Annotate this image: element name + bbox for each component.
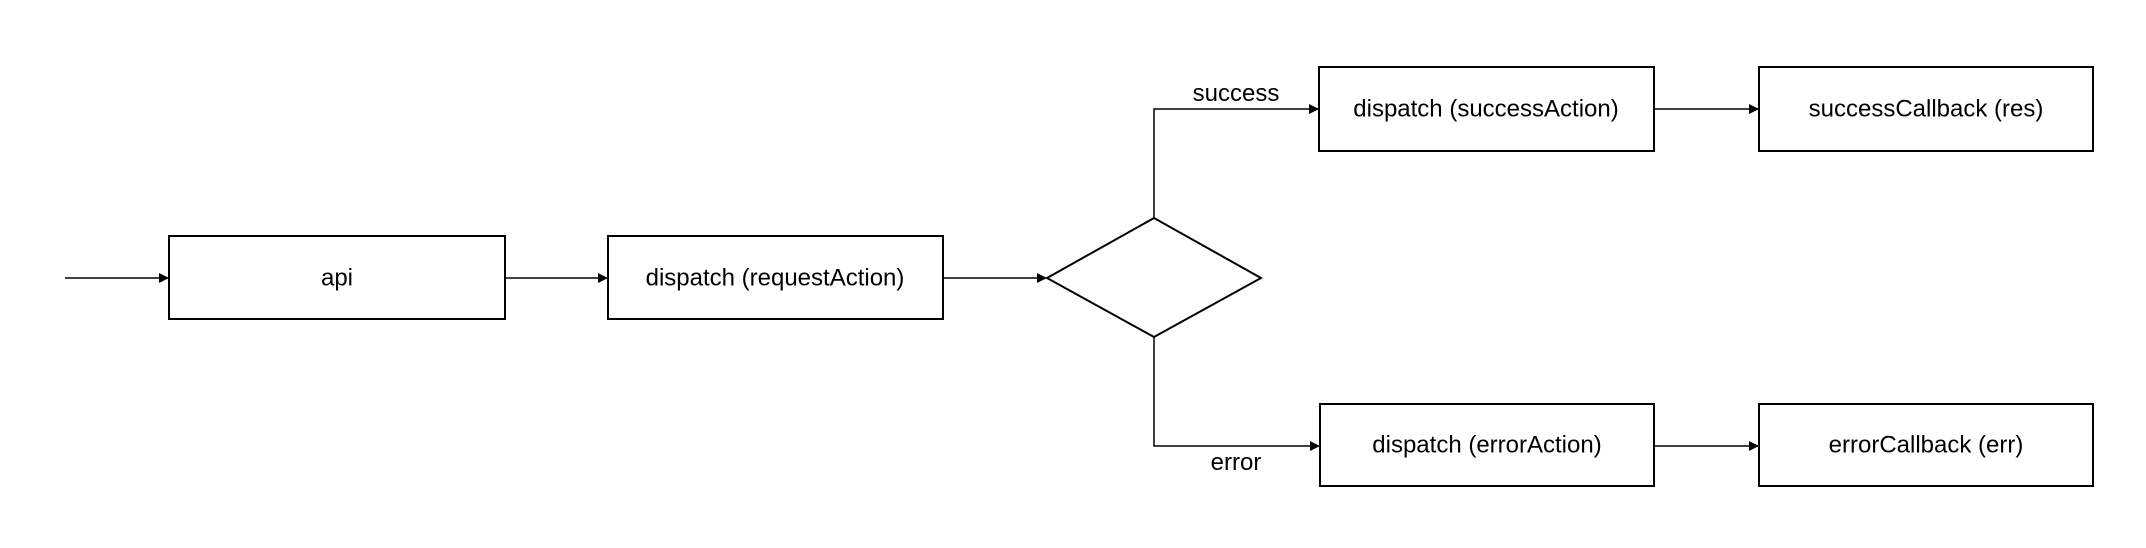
dispatch-error-node: dispatch (errorAction): [1319, 403, 1655, 487]
success-edge-label: success: [1193, 80, 1280, 107]
dispatch-success-node-label: dispatch (successAction): [1353, 96, 1618, 123]
error-callback-node-label: errorCallback (err): [1829, 432, 2024, 459]
dispatch-request-node: dispatch (requestAction): [607, 235, 944, 320]
decision-node: [1044, 216, 1264, 339]
success-callback-node: successCallback (res): [1758, 66, 2094, 152]
api-node: api: [168, 235, 506, 320]
success-branch-arrow: [1153, 104, 1319, 218]
api-node-label: api: [321, 265, 353, 292]
success-callback-node-label: successCallback (res): [1809, 96, 2044, 123]
error-callback-node: errorCallback (err): [1758, 403, 2094, 487]
dispatch-success-node: dispatch (successAction): [1318, 66, 1655, 152]
dispatch-request-node-label: dispatch (requestAction): [646, 265, 905, 292]
error-edge-label: error: [1211, 449, 1262, 476]
dispatch-error-node-label: dispatch (errorAction): [1372, 432, 1601, 459]
error-branch-arrow: [1153, 337, 1320, 451]
